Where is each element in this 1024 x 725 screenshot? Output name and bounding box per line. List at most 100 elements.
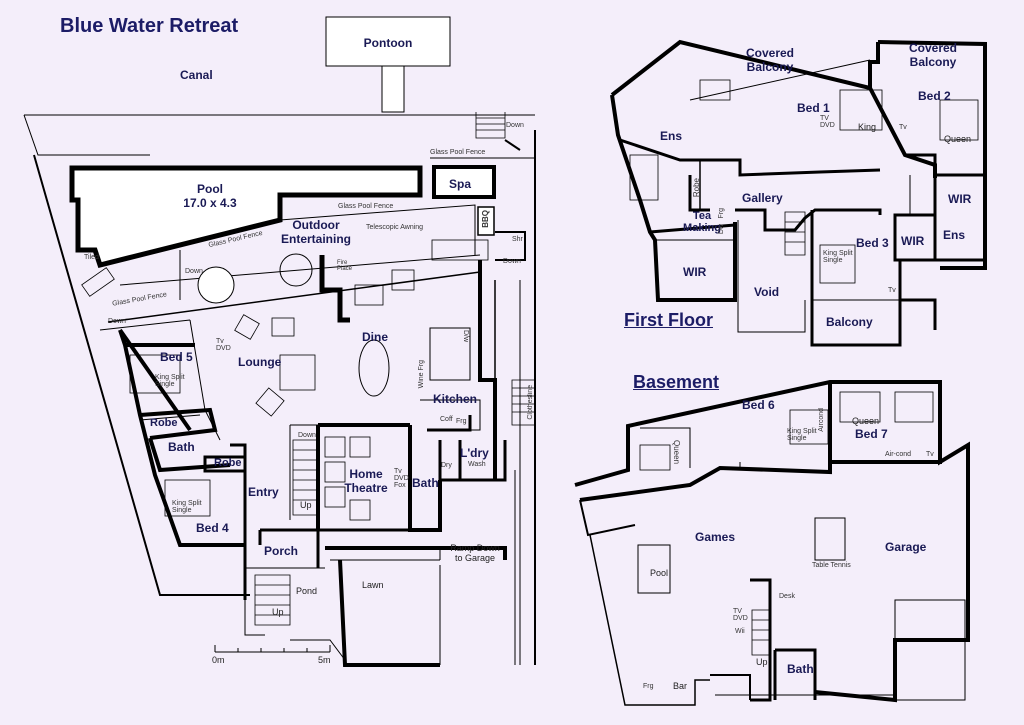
balcony-label-1: Balcony — [746, 60, 794, 74]
covered-label-1: Covered — [745, 46, 795, 60]
ensuite-label-1: Ens — [660, 129, 683, 143]
glass-pool-fence-label-2: Glass Pool Fence — [338, 203, 394, 210]
up-label-2: Up — [272, 607, 284, 617]
canal-label: Canal — [180, 68, 213, 82]
home-label: Home — [349, 467, 383, 481]
dishwasher-label: D/w — [462, 330, 469, 343]
lawn-label: Lawn — [362, 580, 384, 590]
robe-label-2: Robe — [214, 457, 242, 469]
bed6-label: Bed 6 — [742, 398, 775, 412]
first-balcony-label: Balcony — [826, 315, 873, 329]
pond-label: Pond — [296, 586, 318, 596]
down-label-3: Down — [185, 268, 203, 275]
to-garage-label: to Garage — [454, 553, 496, 563]
garage-label: Garage — [885, 540, 927, 554]
coffee-label: Coff — [440, 416, 453, 423]
theatre-tv-dvd-fox-label: Tv DVD Fox — [394, 468, 409, 489]
theatre-label: Theatre — [344, 481, 388, 495]
down-label-5: Down — [298, 432, 316, 439]
basement-bath-label: Bath — [787, 662, 814, 676]
wir-label-2: WIR — [901, 234, 925, 248]
entry-label: Entry — [248, 485, 279, 499]
bed1-tv-dvd-label: TV DVD — [820, 115, 835, 129]
basement-frg-label: Frg — [643, 683, 654, 690]
tea-label: Tea — [692, 210, 712, 222]
air-cond-label: Air-cond — [885, 451, 912, 458]
porch-label: Porch — [264, 544, 299, 558]
spa-label: Spa — [448, 177, 472, 191]
scale-5m-label: 5m — [318, 655, 331, 665]
bed5-king-split-single-label: King Split Single — [155, 374, 185, 388]
washer-label: Wash — [468, 461, 486, 468]
wir-label-1: WIR — [948, 192, 972, 206]
bar-label: Bar — [673, 681, 688, 691]
bed3-king-split-single-label: King Split Single — [823, 250, 853, 264]
pool-size-label: 17.0 x 4.3 — [183, 196, 237, 210]
bed2-tv-label: Tv — [899, 124, 907, 131]
kitchen-label: Kitchen — [433, 392, 478, 406]
outdoor-label: Outdoor — [292, 218, 340, 232]
bbq-label: BBQ — [481, 210, 490, 228]
fridge-label: Frg — [456, 418, 467, 425]
glass-pool-fence-label-1: Glass Pool Fence — [430, 149, 486, 156]
desk-label: Desk — [779, 593, 795, 600]
wir-label-3: WIR — [683, 265, 707, 279]
shower-label: Shr — [512, 236, 523, 243]
bed7-label: Bed 7 — [855, 427, 888, 441]
bath-label-1: Bath — [168, 440, 195, 454]
void-label: Void — [754, 285, 780, 299]
fire-place-label: Fire Place — [337, 260, 353, 272]
pool-table-label: Pool — [650, 568, 669, 578]
page-title: Blue Water Retreat — [60, 15, 239, 37]
making-label: Making — [683, 222, 721, 234]
pool-label: Pool — [197, 182, 223, 196]
bed3-tv-label: Tv — [888, 287, 896, 294]
clothesline-label: Clothesline — [527, 385, 534, 420]
first-robe-label: Robe — [692, 178, 701, 198]
bed7-queen-label: Queen — [852, 416, 880, 426]
lounge-label: Lounge — [238, 355, 282, 369]
pontoon-label: Pontoon — [363, 36, 413, 50]
tiled-label: Tiled — [84, 254, 99, 261]
telescopic-awning-label: Telescopic Awning — [366, 224, 424, 231]
bed5-label: Bed 5 — [160, 350, 193, 364]
table-tennis-label: Table Tennis — [812, 562, 851, 569]
bed4-label: Bed 4 — [196, 521, 229, 535]
laundry-label: L'dry — [460, 446, 489, 460]
dine-label: Dine — [362, 330, 389, 344]
basement-tv-dvd-label: TV DVD — [733, 608, 748, 622]
bed2-queen-label: Queen — [944, 134, 972, 144]
first-frg-label: Frg — [718, 208, 725, 219]
bed3-label: Bed 3 — [856, 236, 889, 250]
ensuite-label-2: Ens — [943, 228, 966, 242]
gallery-label: Gallery — [742, 191, 783, 205]
dryer-label: Dry — [441, 462, 452, 469]
bath-label-2: Bath — [412, 476, 439, 490]
bed2-label: Bed 2 — [918, 89, 951, 103]
robe-label-1: Robe — [150, 417, 178, 429]
balcony-label-2: Balcony — [909, 55, 957, 69]
first-dw-label: Dw — [718, 224, 725, 235]
bed1-label: Bed 1 — [797, 101, 830, 115]
lounge-tv-dvd-label: Tv DVD — [216, 338, 231, 352]
down-label-4: Down — [108, 318, 126, 325]
bed6-queen-label: Queen — [672, 440, 681, 465]
basement-up-label: Up — [756, 657, 768, 667]
wine-frg-label: Wine Frg — [418, 360, 425, 389]
first-floor-heading: First Floor — [624, 310, 713, 330]
scale-0m-label: 0m — [212, 655, 225, 665]
bed6-king-split-single-label: King Split Single — [787, 428, 817, 442]
ramp-down-label: Ramp Down — [450, 543, 500, 553]
wii-label: Wii — [735, 628, 745, 635]
down-label-1: Down — [506, 122, 524, 129]
bed7-tv-label: Tv — [926, 451, 934, 458]
up-label-1: Up — [300, 500, 312, 510]
games-label: Games — [695, 530, 736, 544]
bed1-king-label: King — [858, 122, 877, 132]
covered-label-2: Covered — [908, 41, 958, 55]
down-label-2: Down — [503, 258, 521, 265]
aircond-vertical-label: Aircond — [818, 408, 825, 432]
bed4-king-split-single-label: King Split Single — [172, 500, 202, 514]
basement-heading: Basement — [633, 372, 720, 392]
